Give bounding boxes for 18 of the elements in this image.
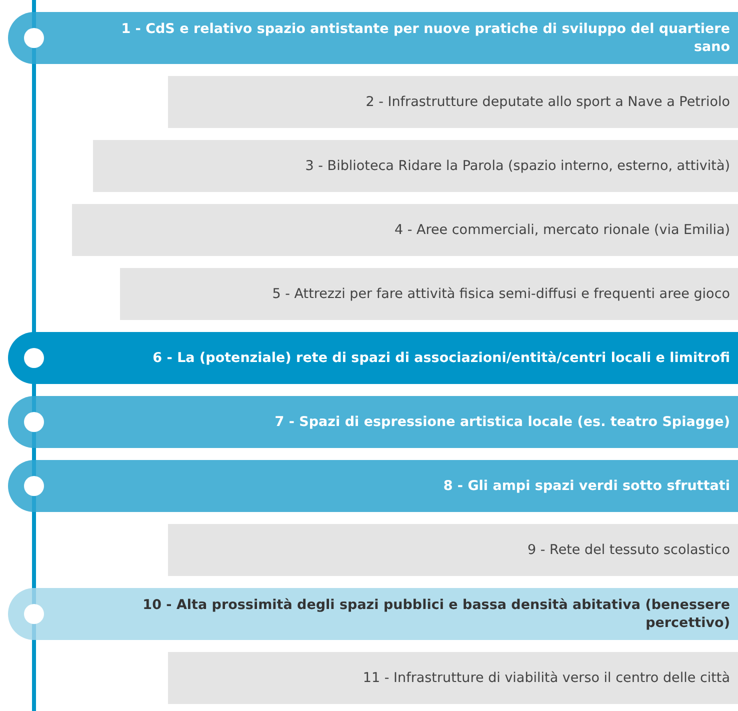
highlight-bar: [8, 332, 738, 384]
item-box: [93, 140, 738, 192]
item-box: [168, 652, 738, 704]
item-text: 10 - Alta prossimità degli spazi pubblici e bassa densità abitativa (benessere percettivo): [142, 596, 730, 632]
item-box: [168, 524, 738, 576]
item-text: 8 - Gli ampi spazi verdi sotto sfruttati: [443, 477, 730, 495]
item-text: 9 - Rete del tessuto scolastico: [528, 541, 730, 559]
item-box: [120, 268, 738, 320]
item-text: 6 - La (potenziale) rete di spazi di associazioni/entità/centri locali e limitrofi: [152, 349, 730, 367]
item-text: 3 - Biblioteca Ridare la Parola (spazio interno, esterno, attività): [305, 157, 730, 175]
item-text: 7 - Spazi di espressione artistica locale (es. teatro Spiagge): [274, 413, 730, 431]
item-text: 1 - CdS e relativo spazio antistante per nuove pratiche di sviluppo del quartiere sano: [120, 20, 730, 56]
item-box: [168, 76, 738, 128]
item-box: [72, 204, 738, 256]
item-text: 2 - Infrastrutture deputate allo sport a Nave a Petriolo: [366, 93, 730, 111]
item-text: 5 - Attrezzi per fare attività fisica semi-diffusi e frequenti aree gioco: [272, 285, 730, 303]
item-text: 11 - Infrastrutture di viabilità verso il centro delle città: [362, 669, 730, 687]
item-text: 4 - Aree commerciali, mercato rionale (via Emilia): [394, 221, 730, 239]
